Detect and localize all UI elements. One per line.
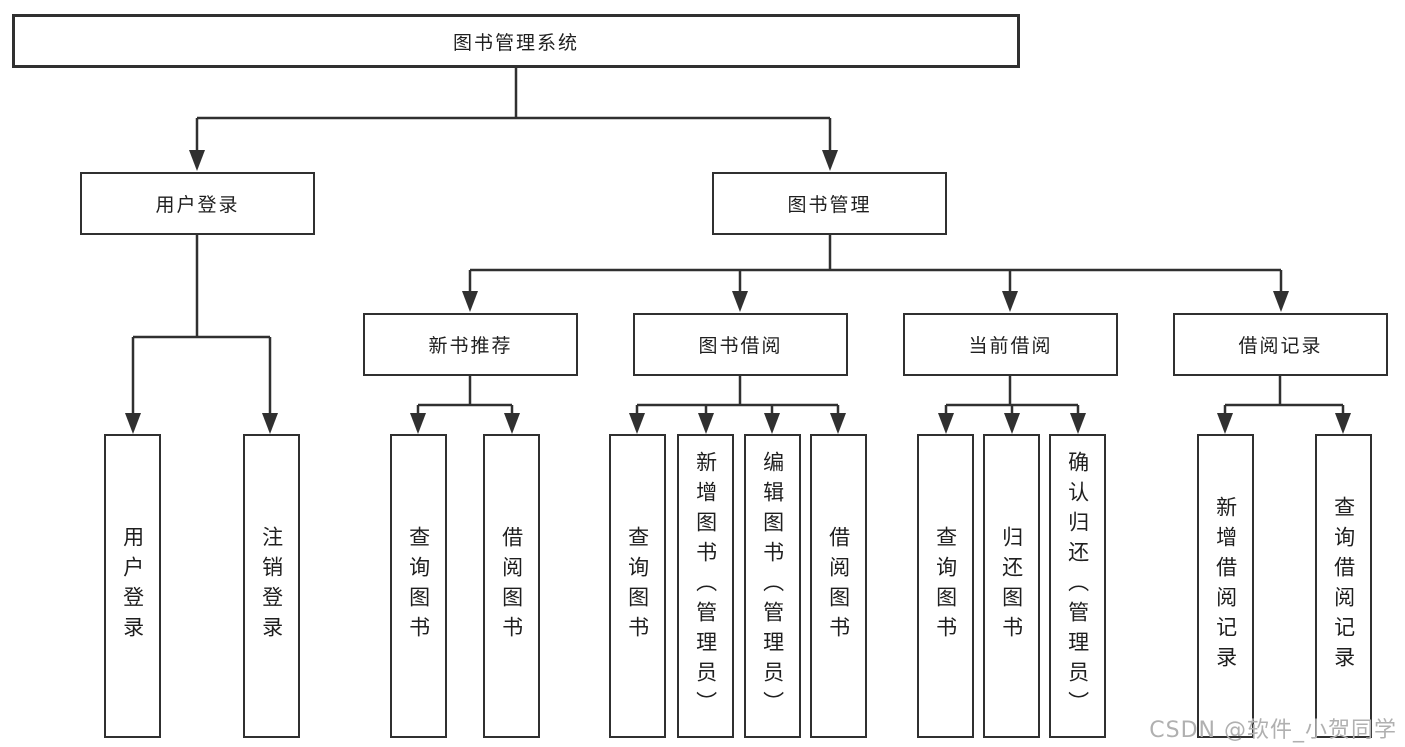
arrowhead — [189, 150, 205, 171]
leaf-add-borrow-record: 新增借阅记录 — [1197, 434, 1254, 738]
arrowhead — [125, 413, 141, 434]
arrowhead — [1217, 413, 1233, 434]
node-book-management: 图书管理 — [712, 172, 947, 235]
leaf-borrow-book-1-label: 借阅图书 — [499, 526, 524, 646]
leaf-query-book-2-label: 查询图书 — [625, 526, 650, 646]
arrowhead — [732, 291, 748, 312]
leaf-query-book-1-label: 查询图书 — [406, 526, 431, 646]
leaf-query-borrow-record-label: 查询借阅记录 — [1331, 496, 1356, 676]
arrowhead — [764, 413, 780, 434]
node-root: 图书管理系统 — [12, 14, 1020, 68]
leaf-borrow-book-2: 借阅图书 — [810, 434, 867, 738]
node-user-login-label: 用户登录 — [155, 194, 240, 216]
node-book-management-label: 图书管理 — [787, 194, 872, 216]
node-current-borrow-label: 当前借阅 — [968, 335, 1053, 357]
leaf-return-book: 归还图书 — [983, 434, 1040, 738]
node-new-book-recommend: 新书推荐 — [363, 313, 578, 376]
leaf-logout-label: 注销登录 — [259, 526, 284, 646]
leaf-query-book-3-label: 查询图书 — [933, 526, 958, 646]
leaf-user-login-label: 用户登录 — [120, 526, 145, 646]
node-current-borrow: 当前借阅 — [903, 313, 1118, 376]
arrowhead — [1070, 413, 1086, 434]
arrowhead — [698, 413, 714, 434]
leaf-query-book-3: 查询图书 — [917, 434, 974, 738]
arrowhead — [1004, 413, 1020, 434]
arrowhead — [504, 413, 520, 434]
node-borrow-records: 借阅记录 — [1173, 313, 1388, 376]
arrowhead — [1335, 413, 1351, 434]
arrowhead — [938, 413, 954, 434]
arrowhead — [822, 150, 838, 171]
node-user-login: 用户登录 — [80, 172, 315, 235]
arrowhead — [830, 413, 846, 434]
leaf-add-book-admin: 新增图书（管理员） — [677, 434, 734, 738]
leaf-edit-book-admin: 编辑图书（管理员） — [744, 434, 801, 738]
leaf-query-book-2: 查询图书 — [609, 434, 666, 738]
arrowhead — [1273, 291, 1289, 312]
leaf-edit-book-admin-label: 编辑图书（管理员） — [760, 451, 785, 721]
leaf-add-book-admin-label: 新增图书（管理员） — [693, 451, 718, 721]
arrowhead — [410, 413, 426, 434]
leaf-return-book-label: 归还图书 — [999, 526, 1024, 646]
leaf-confirm-return-admin: 确认归还（管理员） — [1049, 434, 1106, 738]
leaf-logout: 注销登录 — [243, 434, 300, 738]
arrowhead — [462, 291, 478, 312]
node-book-borrow: 图书借阅 — [633, 313, 848, 376]
leaf-query-book-1: 查询图书 — [390, 434, 447, 738]
arrowhead — [1002, 291, 1018, 312]
leaf-add-borrow-record-label: 新增借阅记录 — [1213, 496, 1238, 676]
leaf-confirm-return-admin-label: 确认归还（管理员） — [1065, 451, 1090, 721]
arrowhead — [629, 413, 645, 434]
node-new-book-recommend-label: 新书推荐 — [428, 335, 513, 357]
leaf-query-borrow-record: 查询借阅记录 — [1315, 434, 1372, 738]
leaf-borrow-book-1: 借阅图书 — [483, 434, 540, 738]
csdn-watermark: CSDN @软件_小贺同学 — [1149, 718, 1397, 743]
leaf-borrow-book-2-label: 借阅图书 — [826, 526, 851, 646]
arrowhead — [262, 413, 278, 434]
node-book-borrow-label: 图书借阅 — [698, 335, 783, 357]
leaf-user-login: 用户登录 — [104, 434, 161, 738]
node-borrow-records-label: 借阅记录 — [1238, 335, 1323, 357]
node-root-label: 图书管理系统 — [452, 31, 579, 54]
